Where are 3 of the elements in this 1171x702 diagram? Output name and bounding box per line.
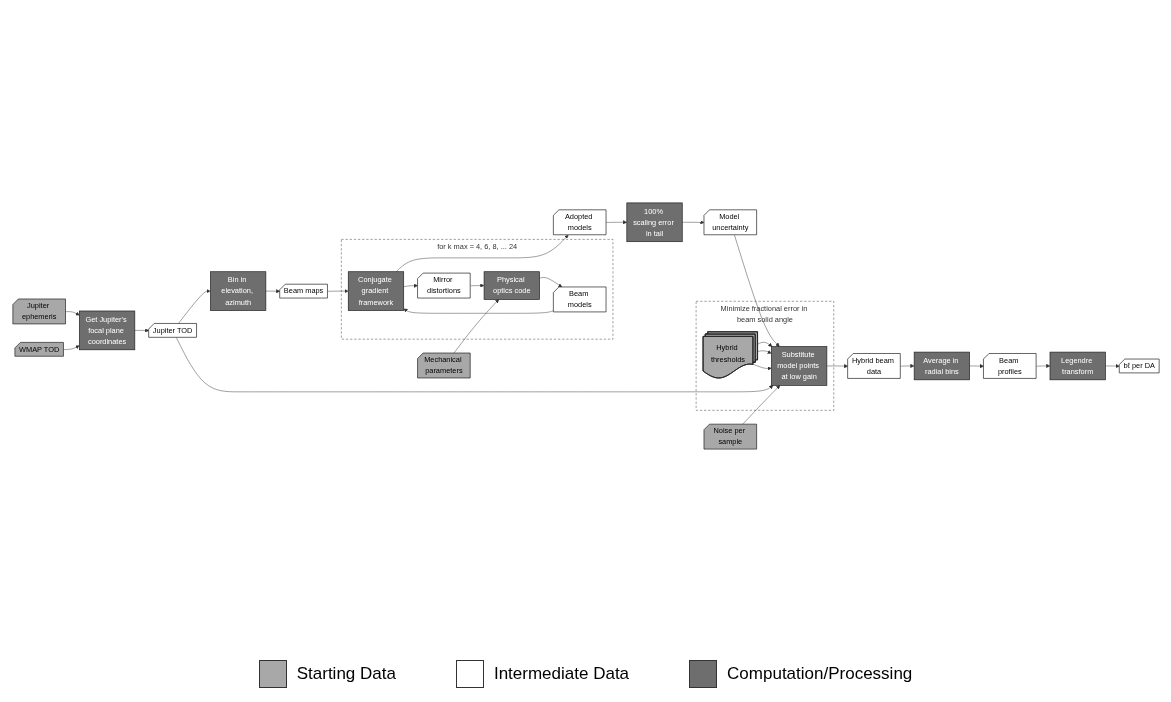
legend-label: Computation/Processing xyxy=(727,664,913,684)
legend-label: Starting Data xyxy=(296,664,396,684)
legend-label: Intermediate Data xyxy=(493,664,630,684)
